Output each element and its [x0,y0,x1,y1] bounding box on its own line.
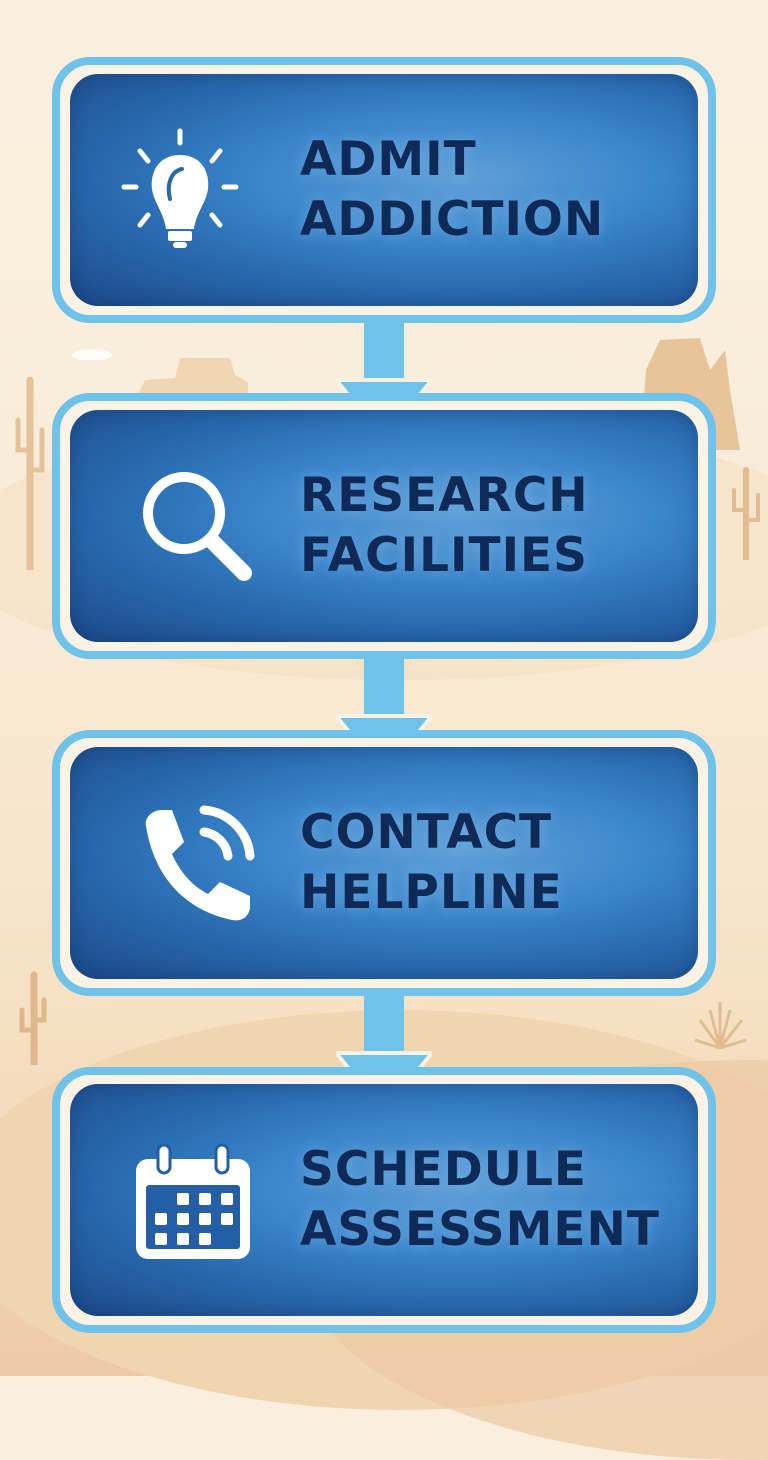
phone-icon [145,805,255,921]
calendar-icon [136,1143,250,1259]
step-label: RESEARCH FACILITIES [300,466,589,586]
magnifying-glass-icon [143,472,252,581]
mesa-rock-icon [135,358,248,400]
cactus-icon [732,467,760,560]
step-admit-addiction: ADMIT ADDICTION [52,57,716,323]
step-label-line2: ADDICTION [300,192,605,247]
agave-plant-icon [694,1002,747,1050]
step-label-line2: FACILITIES [300,528,589,583]
step-label-line1: SCHEDULE [300,1142,588,1197]
step-research-facilities: RESEARCH FACILITIES [52,393,716,659]
step-label-line2: HELPLINE [300,865,563,920]
step-label-line1: RESEARCH [300,468,589,523]
step-label: CONTACT HELPLINE [300,803,563,923]
step-card: CONTACT HELPLINE [70,747,698,979]
cactus-icon [19,971,47,1065]
step-label: ADMIT ADDICTION [300,130,604,250]
step-contact-helpline: CONTACT HELPLINE [52,730,716,996]
step-label: SCHEDULE ASSESSMENT [300,1140,660,1260]
cactus-icon [15,376,45,570]
lightbulb-icon [121,128,239,248]
step-label-line2: ASSESSMENT [300,1202,660,1257]
step-label-line1: CONTACT [300,805,553,860]
step-schedule-assessment: SCHEDULE ASSESSMENT [52,1067,716,1333]
cloud-icon [72,349,112,360]
step-card: RESEARCH FACILITIES [70,410,698,642]
step-card: ADMIT ADDICTION [70,74,698,306]
step-card: SCHEDULE ASSESSMENT [70,1084,698,1316]
step-label-line1: ADMIT [300,132,477,187]
